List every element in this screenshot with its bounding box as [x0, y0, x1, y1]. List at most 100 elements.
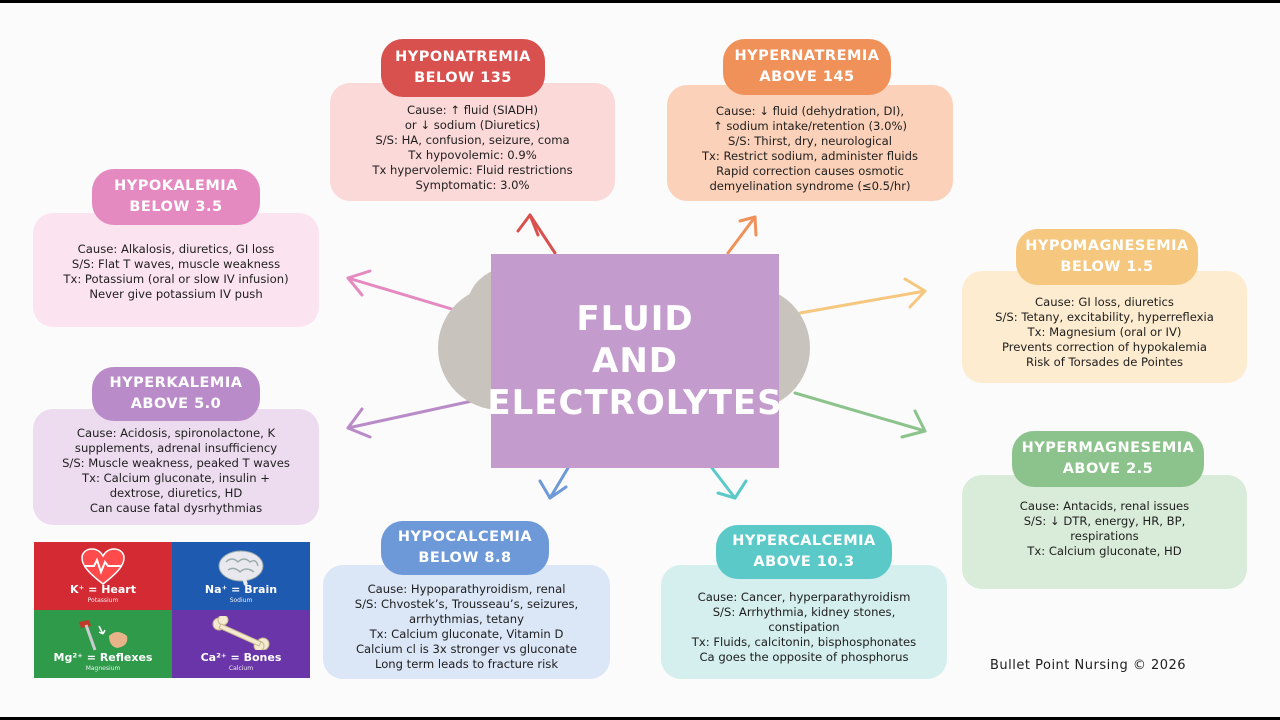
card-line: Calcium cl is 3x stronger vs gluconate: [355, 642, 578, 656]
card-line: or ↓ sodium (Diuretics): [404, 118, 541, 132]
card-line: S/S: Flat T waves, muscle weakness: [71, 257, 281, 271]
arrow-hypomagnesemia: [798, 277, 927, 315]
arrow-hypernatremia: [726, 215, 758, 255]
label-range: ABOVE 2.5: [1062, 461, 1154, 477]
label-title: HYPERMAGNESEMIA: [1021, 440, 1195, 456]
hyponatremia-label: HYPONATREMIA BELOW 135: [381, 39, 545, 97]
card-line: Cause: GI loss, diuretics: [1035, 294, 1174, 309]
arrow-hypercalcemia: [710, 466, 748, 500]
infographic: FLUID AND ELECTROLYTES Cause: ↑ fluid (S…: [0, 3, 1280, 717]
card-line: Cause: Hypoparathyroidism, renal: [367, 582, 566, 596]
hypernatremia-label: HYPERNATREMIA ABOVE 145: [723, 39, 891, 95]
card-line: S/S: Thirst, dry, neurological: [728, 134, 892, 148]
card-line: S/S: HA, confusion, seizure, coma: [375, 133, 570, 147]
center-title: FLUID AND ELECTROLYTES: [487, 254, 782, 468]
arrows-layer: [346, 213, 927, 500]
center-title-line: ELECTROLYTES: [487, 383, 783, 423]
hypernatremia-card: Cause: ↓ fluid (dehydration, DI), ↑ sodi…: [667, 85, 953, 201]
hyperkalemia-label: HYPERKALEMIA ABOVE 5.0: [92, 367, 260, 421]
label-title: HYPOMAGNESEMIA: [1025, 238, 1189, 254]
grid-cell-title: Na⁺ = Brain: [204, 583, 278, 596]
hypermagnesemia-card: Cause: Antacids, renal issues S/S: ↓ DTR…: [962, 475, 1247, 589]
card-line: Tx: Calcium gluconate, HD: [1027, 544, 1182, 558]
card-line: Tx: Calcium gluconate, insulin +: [82, 471, 270, 485]
arrow-hyponatremia: [516, 213, 557, 255]
card-line: Risk of Torsades de Pointes: [1025, 354, 1184, 369]
card-line: Tx: Magnesium (oral or IV): [1027, 324, 1182, 339]
hypocalcemia-card: Cause: Hypoparathyroidism, renal S/S: Ch…: [323, 565, 610, 679]
grid-cell-subtitle: Magnesium: [85, 665, 121, 672]
label-title: HYPERCALCEMIA: [732, 533, 876, 549]
card-line: Can cause fatal dysrhythmias: [89, 501, 263, 515]
arrow-hypermagnesemia: [793, 391, 927, 439]
mnemonic-grid: K⁺ = Heart Potassium Na⁺ = Brain Sodium …: [34, 542, 310, 678]
label-range: BELOW 8.8: [418, 550, 512, 566]
grid-cell-subtitle: Potassium: [87, 597, 119, 604]
grid-cell-magnesium: Mg²⁺ = Reflexes Magnesium: [34, 610, 172, 678]
card-line: Never give potassium IV push: [89, 287, 263, 301]
reflex-hammer-icon: [79, 620, 128, 651]
arrow-hyperkalemia: [346, 399, 474, 439]
grid-cell-subtitle: Sodium: [229, 597, 253, 604]
hypocalcemia-label: HYPOCALCEMIA BELOW 8.8: [381, 521, 549, 575]
brain-icon: [218, 550, 264, 586]
card-line: Cause: Cancer, hyperparathyroidism: [697, 589, 911, 604]
card-line: Cause: Antacids, renal issues: [1019, 499, 1190, 513]
hyponatremia-card: Cause: ↑ fluid (SIADH) or ↓ sodium (Diur…: [330, 83, 615, 201]
hypokalemia-card: Cause: Alkalosis, diuretics, GI loss S/S…: [33, 213, 319, 327]
card-line: Tx hypervolemic: Fluid restrictions: [372, 163, 573, 177]
card-line: S/S: Chvostek’s, Trousseau’s, seizures,: [354, 597, 579, 611]
card-line: Cause: Acidosis, spironolactone, K: [76, 426, 276, 440]
card-line: S/S: Arrhythmia, kidney stones,: [712, 604, 896, 619]
grid-cell-title: Mg²⁺ = Reflexes: [53, 651, 153, 664]
card-line: Tx: Fluids, calcitonin, bisphosphonates: [691, 634, 917, 649]
card-line: Cause: ↑ fluid (SIADH): [406, 103, 539, 117]
label-range: BELOW 3.5: [129, 199, 223, 215]
card-line: respirations: [1070, 529, 1139, 543]
card-line: arrhythmias, tetany: [409, 612, 524, 626]
grid-cell-subtitle: Calcium: [228, 665, 254, 672]
label-range: ABOVE 5.0: [130, 396, 222, 412]
card-line: constipation: [768, 619, 840, 634]
label-title: HYPOKALEMIA: [114, 178, 238, 194]
grid-cell-potassium: K⁺ = Heart Potassium: [34, 542, 172, 610]
heart-icon: [81, 548, 125, 585]
card-line: Symptomatic: 3.0%: [415, 178, 530, 192]
card-line: Tx hypovolemic: 0.9%: [408, 148, 537, 162]
card-line: Cause: ↓ fluid (dehydration, DI),: [715, 104, 905, 118]
card-line: Tx: Potassium (oral or slow IV infusion): [63, 272, 289, 286]
hypercalcemia-card: Cause: Cancer, hyperparathyroidism S/S: …: [661, 565, 947, 679]
center-title-line: AND: [592, 341, 678, 381]
hypercalcemia-label: HYPERCALCEMIA ABOVE 10.3: [716, 525, 892, 579]
card-line: Tx: Restrict sodium, administer fluids: [701, 149, 919, 163]
hypomagnesemia-card: Cause: GI loss, diuretics S/S: Tetany, e…: [962, 271, 1247, 383]
copyright-footer: Bullet Point Nursing © 2026: [990, 658, 1187, 673]
card-line: S/S: ↓ DTR, energy, HR, BP,: [1023, 514, 1186, 528]
card-line: S/S: Tetany, excitability, hyperreflexia: [995, 309, 1214, 324]
card-line: demyelination syndrome (≤0.5/hr): [709, 179, 911, 193]
label-range: BELOW 135: [414, 70, 512, 86]
hypomagnesemia-label: HYPOMAGNESEMIA BELOW 1.5: [1016, 229, 1198, 285]
center-title-line: FLUID: [576, 299, 694, 339]
label-range: ABOVE 10.3: [753, 554, 855, 570]
card-line: supplements, adrenal insufficiency: [74, 441, 278, 455]
card-line: Long term leads to fracture risk: [374, 657, 559, 671]
card-line: ↑ sodium intake/retention (3.0%): [712, 119, 908, 133]
arrow-hypokalemia: [346, 269, 467, 315]
hypermagnesemia-label: HYPERMAGNESEMIA ABOVE 2.5: [1012, 431, 1204, 487]
label-range: BELOW 1.5: [1060, 259, 1154, 275]
grid-cell-title: K⁺ = Heart: [70, 583, 136, 596]
card-line: Ca goes the opposite of phosphorus: [699, 649, 909, 664]
label-title: HYPOCALCEMIA: [397, 529, 533, 545]
grid-cell-title: Ca²⁺ = Bones: [200, 651, 282, 664]
card-line: Rapid correction causes osmotic: [716, 164, 904, 178]
card-line: Prevents correction of hypokalemia: [1001, 339, 1208, 354]
hyperkalemia-card: Cause: Acidosis, spironolactone, K suppl…: [33, 409, 319, 525]
grid-cell-calcium: Ca²⁺ = Bones Calcium: [172, 610, 310, 678]
card-line: Cause: Alkalosis, diuretics, GI loss: [77, 242, 275, 256]
label-range: ABOVE 145: [759, 69, 855, 85]
label-title: HYPONATREMIA: [395, 49, 531, 65]
arrow-hypocalcemia: [538, 466, 570, 500]
label-title: HYPERNATREMIA: [734, 48, 880, 64]
card-line: dextrose, diuretics, HD: [109, 486, 243, 500]
